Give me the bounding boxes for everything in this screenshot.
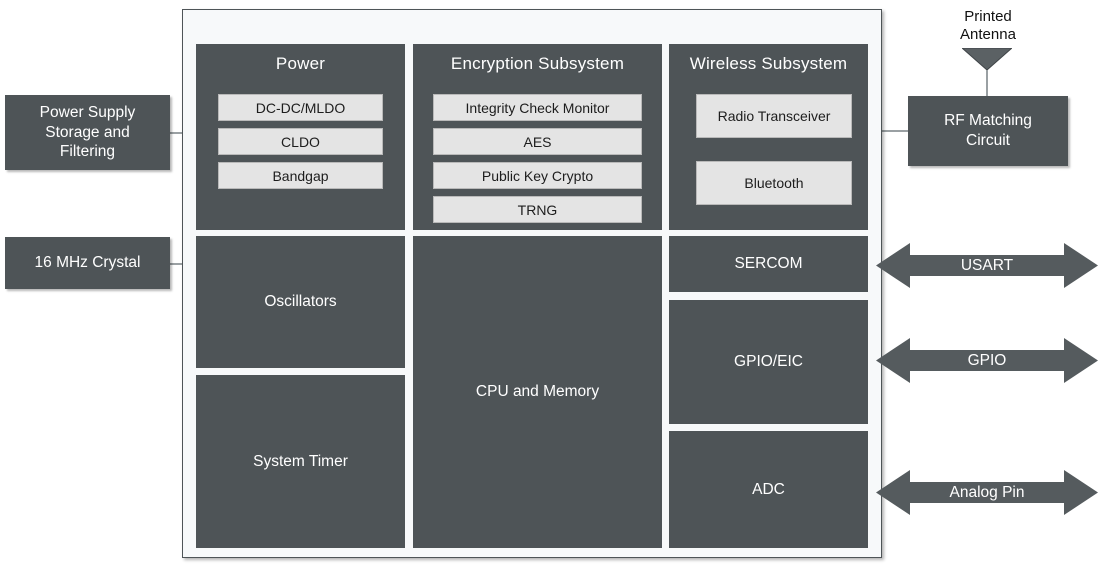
external-block-crystal: 16 MHz Crystal [5, 237, 170, 289]
group-encryption-title: Encryption Subsystem [450, 54, 625, 73]
subblock-bluetooth-label: Bluetooth [744, 175, 804, 191]
subblock-aes-label: AES [523, 133, 552, 150]
cell-system-timer-label: System Timer [253, 452, 348, 470]
subblock-cldo: CLDO [218, 128, 383, 155]
subblock-aes: AES [433, 128, 642, 155]
antenna-triangle-icon [962, 48, 1012, 70]
subblock-integrity-check-monitor-label: Integrity Check Monitor [465, 99, 610, 116]
cell-gpio-eic: GPIO/EIC [669, 300, 868, 424]
arrow-gpio: GPIO [876, 336, 1098, 385]
cell-system-timer: System Timer [196, 375, 405, 548]
cell-cpu-and-memory-label: CPU and Memory [475, 383, 600, 400]
group-power: Power DC-DC/MLDO CLDO Bandgap [196, 44, 405, 230]
subblock-bandgap-label: Bandgap [272, 167, 329, 184]
subblock-radio-transceiver-label: Radio Transceiver [717, 108, 831, 124]
cell-adc: ADC [669, 431, 868, 548]
crystal-label: 16 MHz Crystal [34, 254, 141, 272]
external-block-rf-matching: RF Matching Circuit [908, 96, 1068, 166]
subblock-trng: TRNG [433, 196, 642, 223]
subblock-dc-dc-mldo-label: DC-DC/MLDO [255, 99, 346, 116]
rf-matching-label-line-1: RF Matching [944, 112, 1032, 130]
group-power-title: Power [275, 54, 326, 73]
power-supply-label-line-2: Storage and [45, 123, 130, 141]
group-wireless-title: Wireless Subsystem [689, 54, 848, 73]
cell-adc-label: ADC [752, 480, 785, 498]
cell-oscillators: Oscillators [196, 236, 405, 368]
subblock-trng-label: TRNG [517, 201, 558, 218]
subblock-cldo-label: CLDO [281, 133, 320, 150]
arrow-analog-pin: Analog Pin [876, 468, 1098, 517]
cell-oscillators-label: Oscillators [264, 293, 337, 310]
cell-sercom-label: SERCOM [734, 255, 803, 272]
subblock-integrity-check-monitor: Integrity Check Monitor [433, 94, 642, 121]
arrow-usart: USART [876, 241, 1098, 290]
group-encryption-subsystem: Encryption Subsystem Integrity Check Mon… [413, 44, 662, 230]
subblock-public-key-crypto: Public Key Crypto [433, 162, 642, 189]
antenna-label-line-1: Printed [964, 8, 1012, 25]
subblock-bandgap: Bandgap [218, 162, 383, 189]
external-block-power-supply: Power Supply Storage and Filtering [5, 95, 170, 170]
wire-antenna-to-rf-matching [986, 60, 988, 97]
subblock-radio-transceiver: Radio Transceiver [696, 94, 852, 138]
wire-wireless-to-rf-matching [860, 130, 910, 132]
cell-cpu-and-memory: CPU and Memory [413, 236, 662, 548]
subblock-bluetooth: Bluetooth [696, 161, 852, 205]
power-supply-label-line-1: Power Supply [39, 103, 136, 121]
subblock-public-key-crypto-label: Public Key Crypto [481, 167, 594, 184]
rf-matching-label-line-2: Circuit [966, 132, 1010, 149]
cell-sercom: SERCOM [669, 236, 868, 292]
subblock-dc-dc-mldo: DC-DC/MLDO [218, 94, 383, 121]
group-wireless-subsystem: Wireless Subsystem Radio Transceiver Blu… [669, 44, 868, 230]
power-supply-label-line-3: Filtering [59, 143, 116, 161]
antenna-label-line-2: Antenna [960, 26, 1016, 44]
printed-antenna-label: Printed Antenna [930, 8, 1046, 45]
cell-gpio-eic-label: GPIO/EIC [734, 353, 803, 370]
